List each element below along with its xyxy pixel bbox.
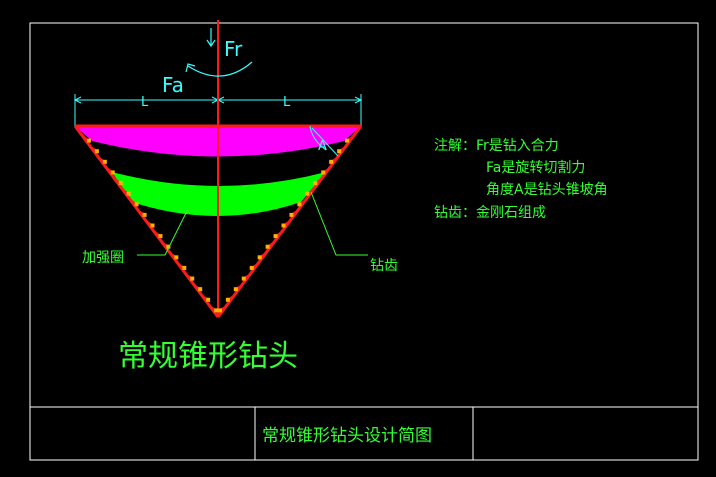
drill-tooth-left <box>110 170 115 175</box>
drill-tooth-right <box>337 149 342 154</box>
drill-tooth-left <box>118 181 123 186</box>
drill-tooth-left <box>166 244 171 249</box>
right-drill-teeth <box>217 135 354 313</box>
drill-tooth-left <box>86 138 91 143</box>
drill-tooth-right <box>225 297 230 302</box>
fa-rotation-arrow <box>185 61 253 77</box>
drill-tooth-right <box>281 223 286 228</box>
note-line-4: 钻齿：金刚石组成 <box>434 205 546 221</box>
reinforce-ring-label: 加强圈 <box>82 250 124 266</box>
fa-label: Fa <box>162 73 184 97</box>
drill-tooth-left <box>126 191 131 196</box>
note-line-1: 注解：Fr是钻入合力 <box>434 138 559 154</box>
drawing-title: 常规锥形钻头 <box>118 339 298 374</box>
drill-tooth-right <box>321 170 326 175</box>
drill-tooth-left <box>174 255 179 260</box>
drawing-frame <box>29 22 699 461</box>
drill-tooth-right <box>249 265 254 270</box>
drill-tooth-right <box>345 138 350 143</box>
angle-a-marker <box>309 125 339 157</box>
drill-teeth-leader <box>310 191 368 256</box>
drill-tooth-left <box>134 202 139 207</box>
note-line-3: 角度A是钻头锥坡角 <box>486 182 608 198</box>
drill-teeth-label: 钻齿 <box>370 258 398 274</box>
drill-tooth-right <box>313 181 318 186</box>
drill-tooth-right <box>297 202 302 207</box>
drill-tooth-left <box>150 223 155 228</box>
drill-tooth-right <box>257 255 262 260</box>
drill-tooth-right <box>241 276 246 281</box>
drill-tooth-left <box>94 149 99 154</box>
drill-tooth-left <box>158 234 163 239</box>
dimension-l-right: L <box>283 95 291 110</box>
drill-tooth-left <box>206 297 211 302</box>
drill-tooth-left <box>142 212 147 217</box>
notes-block: 注解：Fr是钻入合力 Fa是旋转切割力 角度A是钻头锥坡角 钻齿：金刚石组成 <box>434 138 608 221</box>
drill-tooth-right <box>273 234 278 239</box>
drill-tooth-right <box>329 159 334 164</box>
drill-tooth-left <box>102 159 107 164</box>
drill-tooth-left <box>182 265 187 270</box>
drill-tooth-right <box>289 212 294 217</box>
drill-tooth-right <box>305 191 310 196</box>
note-line-2: Fa是旋转切割力 <box>486 159 585 176</box>
drill-tooth-right <box>265 244 270 249</box>
left-drill-teeth <box>82 135 219 313</box>
reinforce-ring-leader <box>137 208 189 256</box>
drill-tooth-left <box>214 308 219 313</box>
dimension-l-left: L <box>141 95 149 110</box>
drill-tooth-right <box>233 287 238 292</box>
fr-label: Fr <box>224 37 243 61</box>
fr-arrow <box>206 28 216 48</box>
title-block-drawing-name: 常规锥形钻头设计简图 <box>262 426 432 446</box>
drill-tooth-left <box>198 287 203 292</box>
drill-tooth-right <box>217 308 222 313</box>
drill-tooth-left <box>190 276 195 281</box>
angle-a-label: A <box>318 139 327 154</box>
